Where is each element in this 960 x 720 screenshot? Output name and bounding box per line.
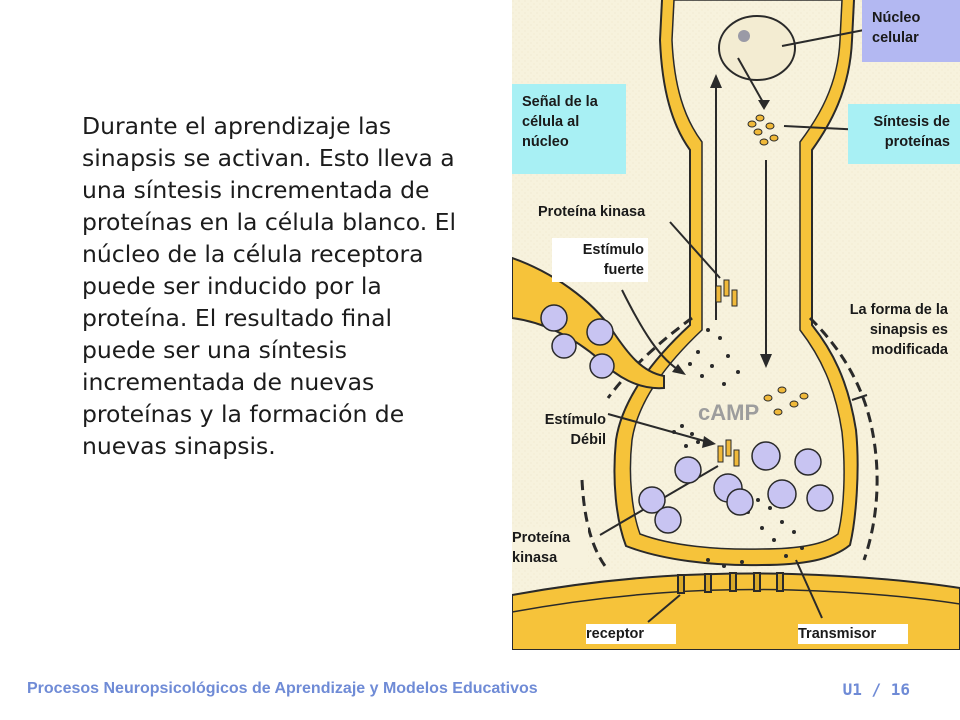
signal-to-nucleus-label: Señal de la célula al núcleo	[512, 84, 626, 174]
presynaptic-vesicles	[540, 304, 615, 379]
weak-stimulus-label: Estímulo Débil	[544, 412, 606, 448]
weak-stimulus-arrow	[607, 413, 709, 443]
nucleolus	[738, 30, 750, 42]
protein-synthesis-label: Síntesis de proteínas	[848, 104, 960, 164]
strong-stimulus-text: Estímulo fuerte	[582, 242, 644, 278]
nucleus-label-pointer	[781, 29, 865, 47]
synapse-shape-pointer	[851, 394, 868, 401]
transmitter-pointer	[795, 559, 823, 619]
cell-nucleus	[718, 15, 796, 81]
modified-synapse-outline	[808, 316, 879, 561]
strong-stimulus-arrow	[621, 289, 683, 373]
neuron-interior	[629, 0, 845, 550]
protein-kinase-bottom-marker	[717, 439, 740, 467]
protein-kinase-bottom-label: Proteína kinasa	[512, 528, 588, 568]
strong-stimulus-label: Estímulo fuerte	[552, 238, 648, 282]
transmitter-dots	[672, 328, 804, 568]
body-text: Durante el aprendizaje las sinapsis se a…	[82, 112, 457, 460]
receptor-channels	[677, 572, 784, 594]
course-title: Procesos Neuropsicológicos de Aprendizaj…	[27, 680, 538, 697]
nucleus-arrow	[737, 57, 765, 105]
protein-kinase-top-label: Proteína kinasa	[538, 204, 646, 220]
nucleus-label: Núcleo celular	[862, 0, 960, 62]
receptor-label: receptor	[586, 624, 676, 644]
synapse-diagram: cAMP Núcleo celular Señal de la célula a…	[512, 0, 960, 650]
protein-granules-top	[747, 114, 779, 146]
nucleus-label-text: Núcleo celular	[872, 10, 921, 46]
signal-to-nucleus-text: Señal de la célula al núcleo	[522, 94, 598, 150]
protein-granules-middle	[763, 386, 809, 416]
receptor-pointer	[647, 594, 681, 623]
synapse-shape-label: La forma de la sinapsis es modificada	[849, 302, 948, 358]
transmitter-label: Transmisor	[798, 624, 908, 644]
terminal-vesicles	[638, 441, 834, 534]
footer: Procesos Neuropsicológicos de Aprendizaj…	[0, 680, 960, 704]
page-number: U1 / 16	[842, 680, 910, 699]
protein-kinase-top-marker	[715, 279, 738, 307]
camp-label: cAMP	[698, 400, 759, 425]
protein-synthesis-text: Síntesis de proteínas	[873, 114, 950, 150]
